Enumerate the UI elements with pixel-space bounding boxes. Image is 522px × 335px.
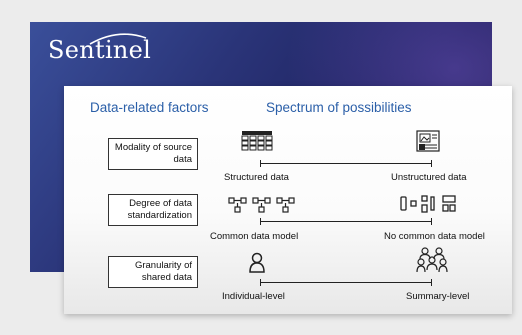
document-image-icon <box>416 130 440 152</box>
sentinel-logo: Sentinel <box>48 33 152 64</box>
axis-modality <box>260 160 432 167</box>
factor-modality: Modality of source data <box>108 138 198 170</box>
factors-header: Data-related factors <box>90 100 209 115</box>
factor-granularity: Granularity of shared data <box>108 256 198 288</box>
axis-standardization <box>260 218 432 225</box>
label-no-common-data-model: No common data model <box>384 231 485 242</box>
spectrum-header: Spectrum of possibilities <box>266 100 412 115</box>
factor-standardization: Degree of data standardization <box>108 194 198 226</box>
logo-text: Sentinel <box>48 36 152 64</box>
group-icon <box>416 247 448 273</box>
label-unstructured-data: Unstructured data <box>391 172 467 183</box>
person-icon <box>249 252 265 273</box>
label-summary-level: Summary-level <box>406 291 470 302</box>
connected-nodes-icon <box>228 197 295 213</box>
scattered-shapes-icon <box>400 195 456 213</box>
label-structured-data: Structured data <box>224 172 289 183</box>
spectrum-slide: Data-related factors Spectrum of possibi… <box>64 86 512 314</box>
label-individual-level: Individual-level <box>222 291 285 302</box>
label-common-data-model: Common data model <box>210 231 299 242</box>
data-table-icon <box>241 131 273 151</box>
axis-granularity <box>260 279 432 286</box>
logo-swoosh-icon <box>89 33 147 45</box>
